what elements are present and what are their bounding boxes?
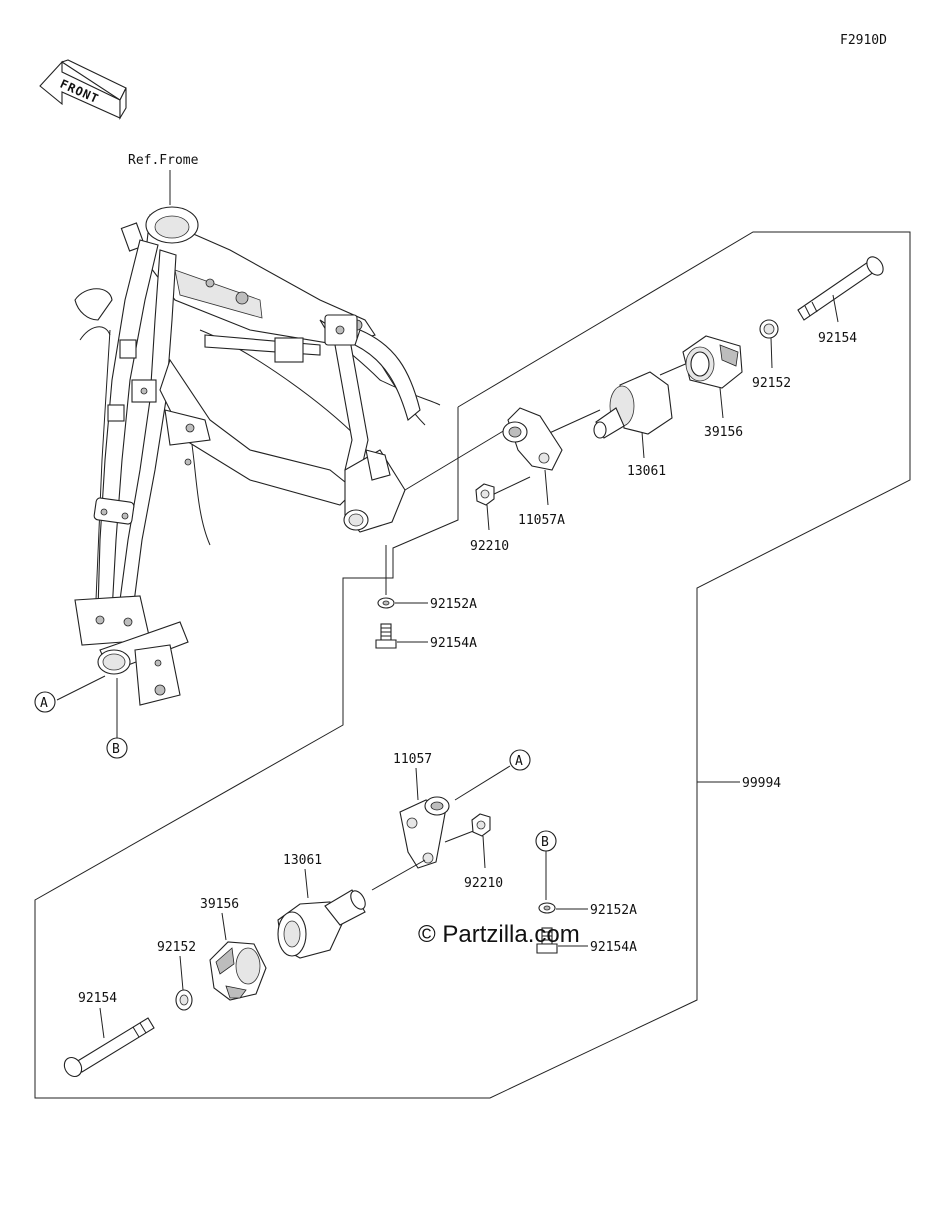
upper-screw-label: 92154A — [430, 636, 477, 651]
lower-bolt-label: 92154 — [78, 991, 117, 1006]
upper-axis-2 — [544, 409, 601, 436]
lower-callout-a-circle — [509, 749, 531, 771]
callout-a-leader — [56, 675, 106, 701]
lower-collar-leader — [179, 955, 184, 991]
diagram-code: F2910D — [840, 33, 887, 48]
lower-washer-label: 92152A — [590, 903, 637, 918]
lower-nut-leader — [482, 835, 486, 869]
lower-bracket-label: 11057 — [393, 752, 432, 767]
lower-cap-leader — [221, 912, 227, 941]
lower-nut-92210 — [471, 813, 491, 837]
callout-a-label: A — [40, 696, 48, 711]
upper-bracket-11057A — [502, 407, 563, 471]
front-arrow-icon: FRONT — [39, 59, 127, 120]
upper-bolt-label: 92154 — [818, 331, 857, 346]
lower-slider-leader — [304, 868, 309, 899]
upper-axis-1 — [404, 429, 506, 491]
upper-nut-leader — [486, 504, 490, 531]
lower-callout-a-leader — [454, 765, 511, 801]
ref-frame-label: Ref.Frome — [128, 153, 199, 168]
lower-bracket-leader — [415, 767, 419, 801]
upper-bracket-leader — [544, 469, 549, 506]
upper-collar-92152 — [759, 319, 779, 339]
kit-boundary — [34, 231, 911, 1099]
upper-axis-3 — [659, 361, 691, 376]
lower-collar-label: 92152 — [157, 940, 196, 955]
lower-bolt-leader — [99, 1007, 105, 1039]
upper-cap-label: 39156 — [704, 425, 743, 440]
callout-a-circle — [34, 691, 56, 713]
upper-bracket-label: 11057A — [518, 513, 565, 528]
upper-collar-leader — [770, 337, 773, 369]
upper-bolt-leader — [832, 294, 839, 323]
kit-label: 99994 — [742, 776, 781, 791]
lower-nut-label: 92210 — [464, 876, 503, 891]
lower-callout-b-label: B — [541, 835, 549, 850]
callout-b-label: B — [112, 742, 120, 757]
lower-screw-92154A — [536, 927, 558, 954]
upper-washer-label: 92152A — [430, 597, 477, 612]
lower-slider-13061 — [277, 889, 366, 959]
lower-slider-label: 13061 — [283, 853, 322, 868]
lower-screw-label: 92154A — [590, 940, 637, 955]
lower-nut-axis — [444, 829, 477, 843]
upper-bolt-92154 — [797, 256, 884, 321]
lower-callout-a-label: A — [515, 754, 523, 769]
lower-washer-92152A — [538, 902, 556, 914]
upper-slider-leader — [641, 431, 645, 459]
lower-axis-1 — [371, 859, 426, 891]
frame-illustration — [74, 206, 441, 706]
watermark: © Partzilla.com — [418, 921, 580, 948]
upper-screw-92154A — [375, 623, 397, 649]
callout-b-circle — [106, 737, 128, 759]
upper-slider-label: 13061 — [627, 464, 666, 479]
upper-washer-92152A — [377, 597, 395, 609]
upper-nut-axis — [491, 476, 531, 496]
lower-bolt-92154 — [63, 1017, 155, 1078]
upper-cap-leader — [719, 387, 724, 419]
upper-slider-13061 — [593, 371, 673, 439]
upper-nut-92210 — [475, 483, 495, 506]
upper-cap-39156 — [682, 335, 743, 389]
lower-cap-label: 39156 — [200, 897, 239, 912]
upper-collar-label: 92152 — [752, 376, 791, 391]
upper-nut-label: 92210 — [470, 539, 509, 554]
lower-cap-39156 — [209, 941, 267, 1001]
lower-bracket-11057 — [399, 796, 450, 869]
lower-collar-92152 — [175, 989, 193, 1011]
